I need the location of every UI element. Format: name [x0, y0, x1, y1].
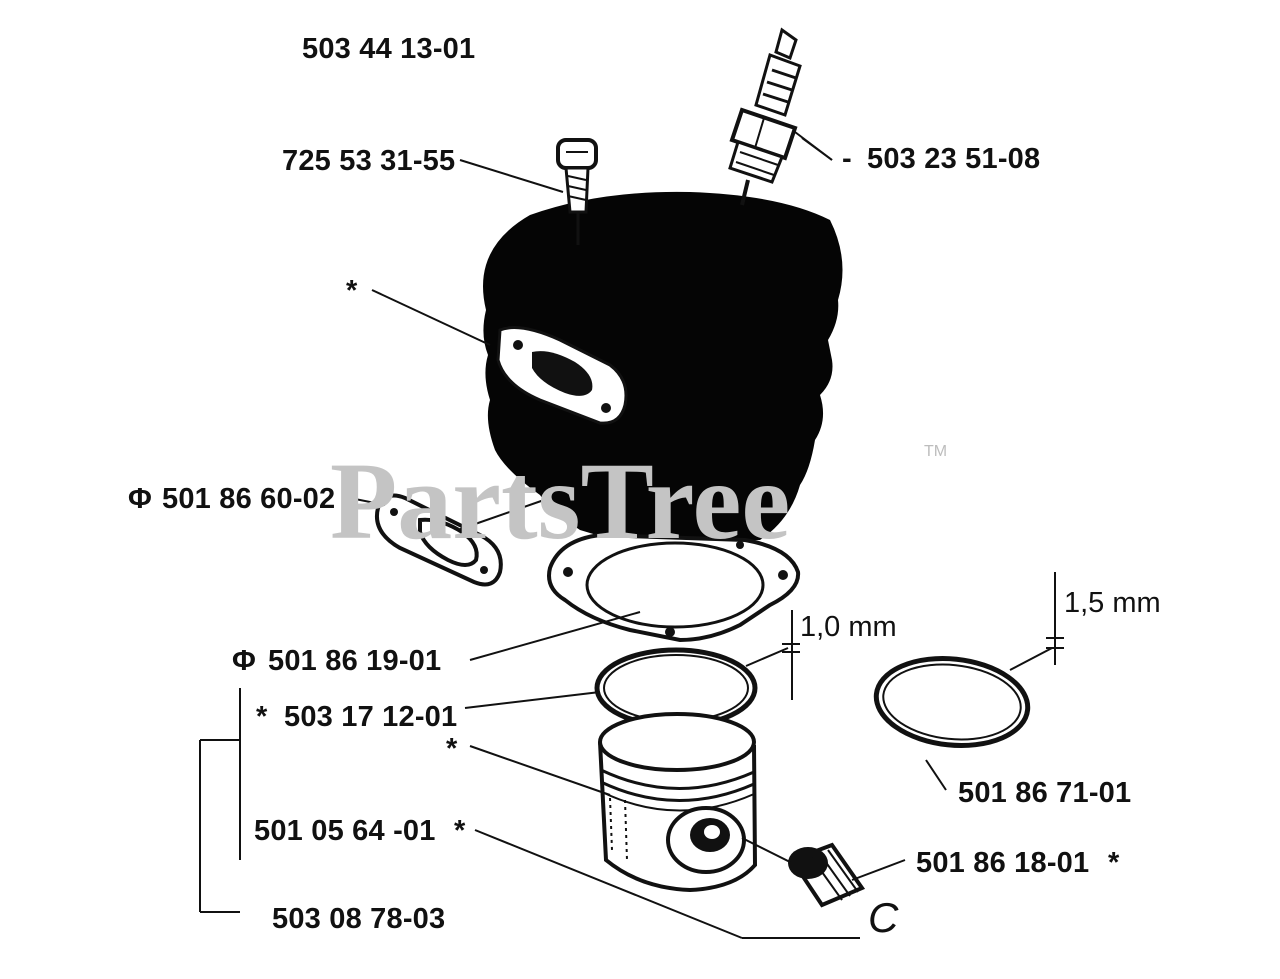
asterisk-cylinder: * — [346, 275, 358, 307]
leader-lines — [199, 131, 1064, 939]
label-dim-1-5: 1,5 mm — [1064, 587, 1161, 619]
piston[interactable] — [598, 712, 758, 893]
replace-mark-base: Φ — [232, 645, 256, 677]
watermark-tm: TM — [924, 443, 947, 460]
label-ring-15: 501 86 71-01 — [958, 777, 1131, 809]
replace-mark-exhaust: Φ — [128, 483, 152, 515]
asterisk-ring: * — [256, 701, 268, 733]
cylinder-screw[interactable] — [556, 138, 598, 245]
label-spark-plug-dash: - — [842, 143, 852, 175]
spark-plug[interactable] — [728, 27, 802, 206]
circlip-letter: C — [868, 894, 899, 941]
label-kit: 503 44 13-01 — [302, 33, 475, 65]
needle-bearing[interactable] — [788, 842, 866, 908]
label-piston-kit: 503 08 78-03 — [272, 903, 445, 935]
asterisk-piston-a: * — [446, 733, 458, 765]
label-needle-bearing: 501 86 18-01 — [916, 847, 1089, 879]
label-piston-ring: 503 17 12-01 — [284, 701, 457, 733]
label-exhaust-gasket: 501 86 60-02 — [162, 483, 335, 515]
cylinder[interactable] — [483, 191, 843, 545]
label-dim-1-0: 1,0 mm — [800, 611, 897, 643]
label-base-gasket: 501 86 19-01 — [268, 645, 441, 677]
base-gasket[interactable] — [547, 532, 801, 643]
label-piston: 501 05 64 -01 — [254, 815, 436, 847]
part-labels: 503 44 13-01 725 53 31-55 503 23 51-08 -… — [128, 33, 1161, 935]
exhaust-gasket[interactable] — [375, 493, 503, 587]
label-spark-plug: 503 23 51-08 — [867, 143, 1040, 175]
label-screw: 725 53 31-55 — [282, 145, 455, 177]
asterisk-bearing: * — [1108, 847, 1120, 879]
piston-ring-lower[interactable] — [872, 651, 1032, 752]
watermark-text: PartsTree — [330, 440, 790, 562]
asterisk-piston-b: * — [454, 815, 466, 847]
watermark: PartsTree TM — [330, 440, 947, 562]
circlip[interactable]: C — [868, 894, 899, 941]
